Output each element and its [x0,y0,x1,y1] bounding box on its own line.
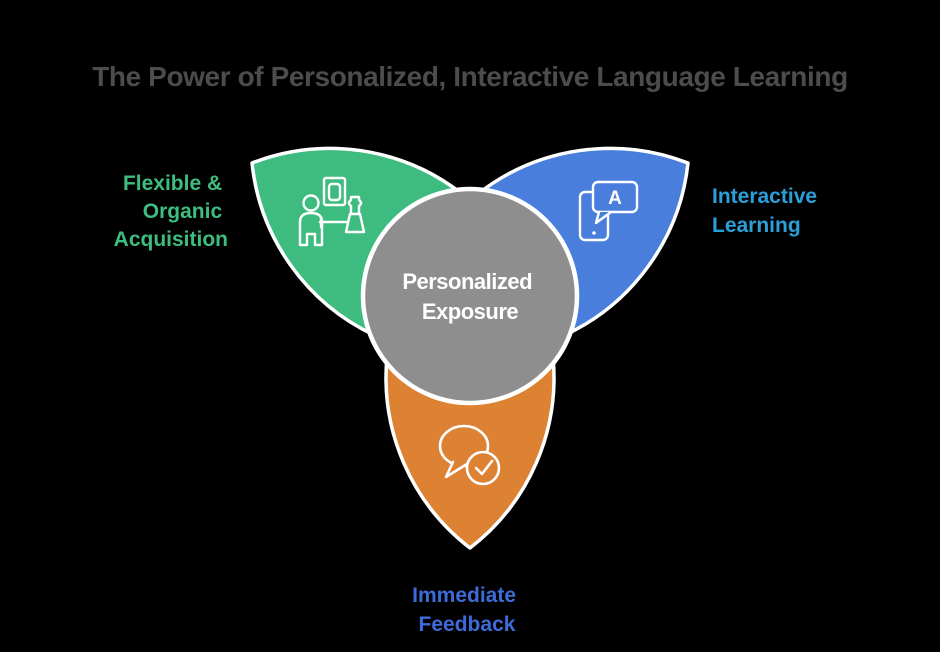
petal-feedback-label: Immediate Feedback [412,584,522,636]
petal-interactive-label: Interactive Learning [712,185,823,237]
petal-flexible-shape [250,146,463,337]
petal-feedback-shape [384,355,556,550]
museum-visitor-icon [298,176,366,247]
bubble-letter: A [608,188,622,209]
chat-check-icon [438,424,501,486]
page-title: The Power of Personalized, Interactive L… [92,61,848,92]
center-circle-label: Personalized Exposure [402,269,537,324]
phone-chat-icon: A [578,180,639,242]
center-circle [360,186,580,406]
petal-flexible-label: Flexible & Organic Acquisition [114,172,228,251]
